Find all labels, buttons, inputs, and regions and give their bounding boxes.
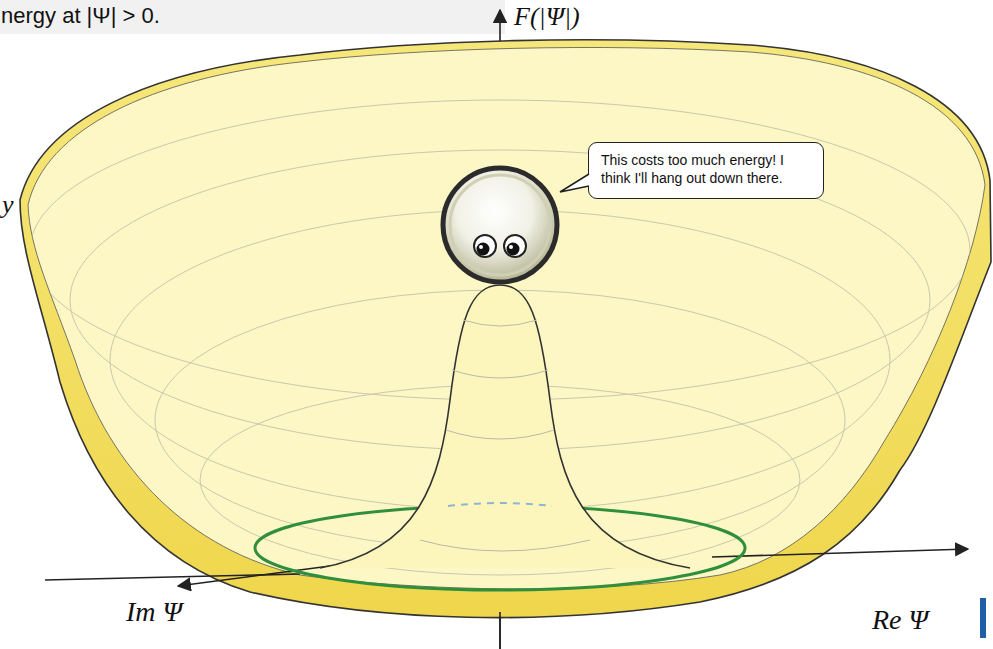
pupil bbox=[477, 243, 490, 256]
axis-label: Re Ψ bbox=[872, 604, 928, 636]
contour bbox=[452, 370, 548, 378]
axis-label: Im Ψ bbox=[126, 596, 182, 628]
ball-character bbox=[443, 168, 557, 282]
hidden-ring-part bbox=[448, 503, 552, 506]
speech-text: This costs too much energy! I think I'll… bbox=[601, 152, 811, 187]
im-axis bbox=[178, 566, 330, 586]
re-axis bbox=[712, 549, 968, 557]
eye-glint bbox=[479, 245, 483, 249]
eye bbox=[474, 235, 496, 257]
ball bbox=[443, 168, 557, 282]
contour bbox=[420, 540, 590, 551]
f-axis bbox=[499, 612, 501, 649]
slide-text: y bbox=[2, 190, 14, 220]
bowl-inner-surface bbox=[28, 47, 985, 588]
hump-outline bbox=[320, 285, 690, 568]
slide-strip bbox=[0, 0, 505, 34]
contour bbox=[446, 430, 554, 439]
slide-edge-bar bbox=[980, 598, 986, 638]
hump-contours bbox=[420, 320, 590, 551]
pupil bbox=[507, 243, 520, 256]
eye-glint bbox=[509, 245, 513, 249]
bowl-contours bbox=[30, 100, 970, 575]
contour bbox=[463, 320, 537, 326]
axis-label: F(|Ψ|) bbox=[514, 2, 580, 32]
ball-rim bbox=[450, 175, 550, 275]
central-hump bbox=[320, 285, 690, 568]
bubble-tail-fill bbox=[560, 174, 590, 192]
speech-bubble: This costs too much energy! I think I'll… bbox=[588, 142, 824, 199]
bubble-tail-outline bbox=[560, 174, 589, 192]
slide-text: nergy at |Ψ| > 0. bbox=[1, 3, 160, 28]
bubble-tail bbox=[560, 173, 592, 199]
bowl-outer-wall bbox=[20, 40, 991, 618]
eye bbox=[504, 235, 526, 257]
